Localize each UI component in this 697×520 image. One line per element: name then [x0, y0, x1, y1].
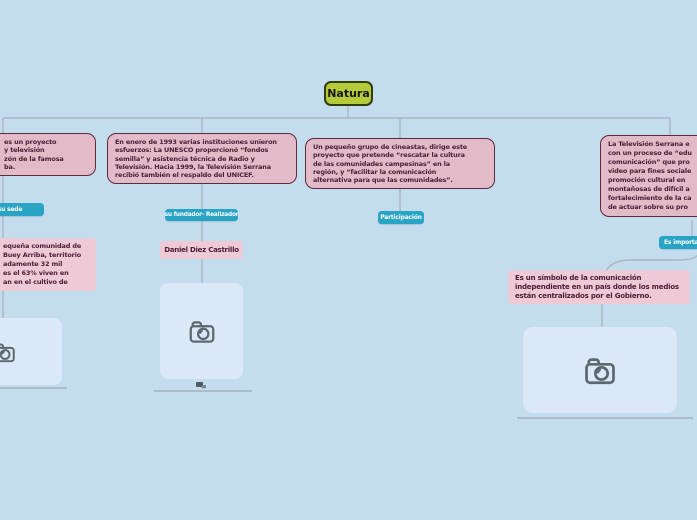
image-placeholder[interactable]	[0, 318, 62, 385]
camera-icon	[585, 358, 615, 385]
note-box-proyecto[interactable]: es un proyecto y televisión zón de la fa…	[0, 133, 96, 177]
tag-es-importante[interactable]: Es importante	[659, 236, 697, 249]
note-box-television-serrana[interactable]: La Televisión Serrana e con un proceso d…	[600, 135, 697, 217]
broken-image-icon	[196, 382, 206, 389]
camera-icon	[189, 321, 214, 343]
root-topic-natura[interactable]: Natura	[324, 81, 373, 106]
tag-su-sede[interactable]: su sede	[0, 203, 44, 216]
image-placeholder[interactable]	[160, 283, 243, 379]
note-box-daniel-diez[interactable]: Daniel Diez Castrillo	[160, 241, 243, 259]
note-box-comunidad[interactable]: equeña comunidad de Buey Arriba, territo…	[0, 238, 96, 291]
tag-participacion[interactable]: Participación	[378, 211, 424, 224]
note-box-cineastas[interactable]: Un pequeño grupo de cineastas, dirige es…	[305, 138, 495, 190]
tag-su-fundador[interactable]: su fundador- Realizador	[165, 209, 239, 221]
camera-icon	[0, 343, 15, 362]
note-box-unesco[interactable]: En enero de 1993 varias instituciones un…	[107, 133, 297, 185]
note-box-simbolo[interactable]: Es un símbolo de la comunicación indepen…	[508, 270, 690, 305]
image-placeholder[interactable]	[523, 327, 677, 413]
